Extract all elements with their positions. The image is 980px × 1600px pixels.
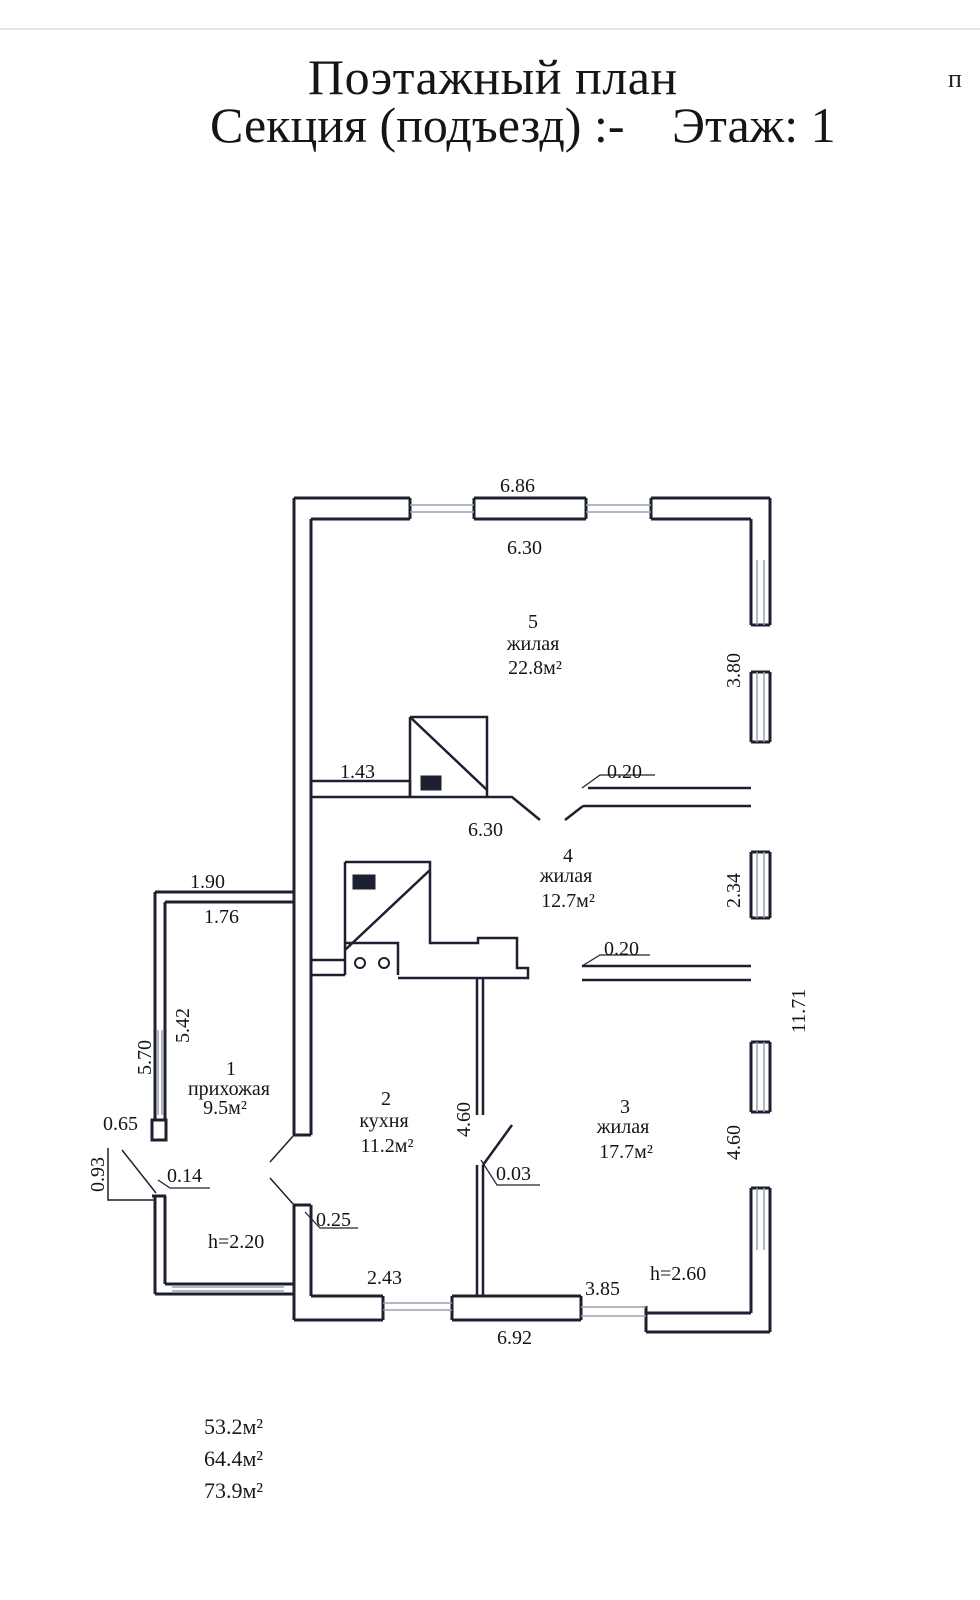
room-type: жилая [506,633,560,655]
dim-porch-wall: 0.14 [167,1165,202,1187]
room-area: 11.2м² [361,1135,414,1157]
hall-walls [150,890,294,1296]
dim-partition-bottom-right: 0.20 [604,938,639,960]
dim-porch-width: 0.65 [103,1113,138,1135]
partition-upper [311,715,751,821]
room-type: прихожая [188,1078,270,1100]
dim-bottom-left: 2.43 [367,1267,402,1289]
bottom-wall [294,1294,770,1334]
dim-hall-outer-height: 5.70 [134,1040,156,1075]
room-area: 22.8м² [508,657,562,679]
room-area: 12.7м² [541,890,595,912]
dim-room4-width: 6.30 [468,819,503,841]
total-area: 64.4м² [204,1446,264,1471]
dim-house-height: h=2.60 [650,1263,706,1285]
floor-label: Этаж: 1 [672,97,836,153]
total-living-area: 53.2м² [204,1414,264,1439]
top-windows [410,504,651,513]
dim-hall-top-inner: 1.76 [204,906,239,928]
room-number: 2 [381,1088,391,1110]
dim-top-outer: 6.86 [500,475,535,497]
section-label: Секция (подъезд) :- [210,97,625,153]
dim-partition-top-right: 0.20 [607,761,642,783]
stove-icon [420,775,442,791]
right-wall [749,498,772,1332]
room-type: кухня [359,1110,408,1132]
room-type: жилая [596,1116,650,1138]
room-area: 17.7м² [599,1141,653,1163]
corner-mark: п [948,64,962,93]
room-number: 4 [563,845,573,867]
dim-kitchen-door: 0.25 [316,1209,351,1231]
room-area: 9.5м² [203,1097,247,1119]
room-number: 5 [528,611,538,633]
left-wall [292,498,313,1320]
dim-bottom-right: 3.85 [585,1278,620,1300]
door-arcs [107,1134,295,1206]
bottom-windows [383,1302,646,1317]
dim-room5-right: 3.80 [723,653,745,688]
dim-top-inner: 6.30 [507,537,542,559]
right-windows [756,560,765,1250]
dim-hall-top-outer: 1.90 [190,871,225,893]
top-wall [294,496,770,521]
dim-hall-inner-height: 5.42 [172,1008,194,1043]
dim-room3-door: 0.03 [496,1163,531,1185]
dim-overall-height: 11.71 [788,989,810,1033]
dim-hall-height: h=2.20 [208,1231,264,1253]
dim-porch-depth: 0.93 [87,1157,109,1192]
dim-bottom-total: 6.92 [497,1327,532,1349]
total-area-with-annex: 73.9м² [204,1478,264,1503]
oven-icon [352,874,390,969]
dim-room3-right: 4.60 [723,1125,745,1160]
room-type: жилая [539,865,593,887]
hall-windows [157,1030,284,1292]
dim-room4-right: 2.34 [723,873,745,908]
scan-top-line [0,28,980,30]
room-number: 3 [620,1096,630,1118]
leader-lines [157,774,655,1229]
plan-title: Поэтажный план [308,49,678,105]
room-number: 1 [226,1058,236,1080]
dim-kitchen-partition: 4.60 [453,1102,475,1137]
partition-lower [311,860,751,1296]
dim-partition-left: 1.43 [340,761,375,783]
area-totals: 53.2м² 64.4м² 73.9м² [204,1414,263,1510]
plan-subtitle: Секция (подъезд) :- Этаж: 1 [210,96,836,154]
